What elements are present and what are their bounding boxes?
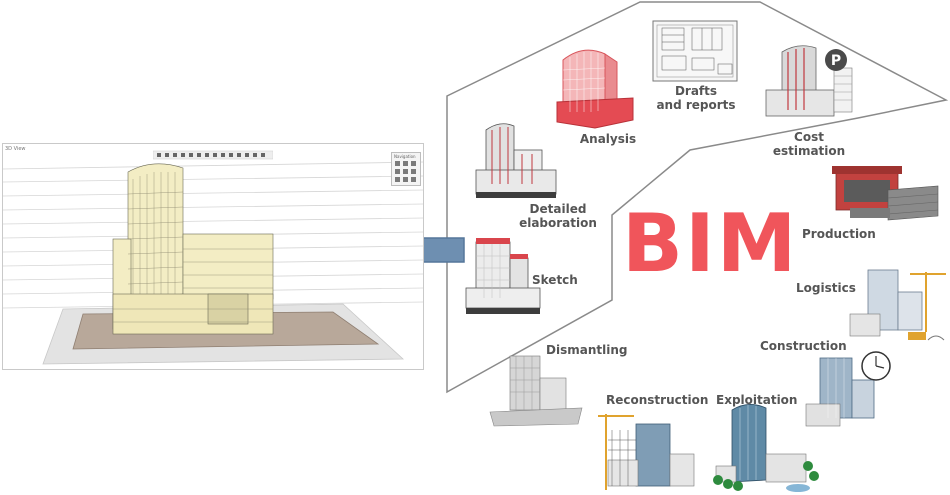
exploitation-building <box>713 404 819 492</box>
production-materials <box>832 166 939 221</box>
cost-building: P <box>765 45 853 117</box>
label-dismantling: Dismantling <box>546 343 628 357</box>
analysis-building <box>556 49 634 129</box>
label-analysis: Analysis <box>579 132 637 146</box>
bim-title: BIM <box>622 197 799 290</box>
bim-3d-viewer[interactable]: 3D View <box>2 143 424 370</box>
palette-buttons[interactable] <box>394 160 418 184</box>
label-cost-estimation: Cost estimation <box>772 130 846 158</box>
label-exploitation: Exploitation <box>716 393 798 407</box>
label-production: Production <box>802 227 876 241</box>
label-drafts: Drafts and reports <box>648 84 744 112</box>
label-detailed-line2: elaboration <box>519 216 597 230</box>
label-logistics: Logistics <box>796 281 856 295</box>
reconstruction-building <box>598 414 695 490</box>
logistics-site <box>849 269 946 341</box>
building-model <box>112 163 274 335</box>
label-detailed: Detailed elaboration <box>508 202 608 230</box>
construction-building <box>805 351 891 427</box>
parking-icon <box>825 49 847 71</box>
svg-text:P: P <box>831 53 841 69</box>
label-drafts-line2: and reports <box>656 98 736 112</box>
label-reconstruction: Reconstruction <box>606 393 709 407</box>
label-drafts-line1: Drafts <box>674 84 718 98</box>
label-sketch: Sketch <box>532 273 578 287</box>
label-construction: Construction <box>760 339 847 353</box>
dismantling-building <box>489 355 583 427</box>
viewer-toolbar[interactable] <box>153 150 273 160</box>
drafts-sheet <box>652 20 738 82</box>
detailed-building <box>475 123 557 198</box>
palette-title: Navigation <box>394 154 416 159</box>
label-detailed-line1: Detailed <box>529 202 587 216</box>
viewer-tab-label[interactable]: 3D View <box>5 146 26 152</box>
viewer-grid-lines <box>3 161 423 365</box>
navigation-palette[interactable]: Navigation <box>391 152 421 186</box>
sketch-building <box>465 238 541 314</box>
